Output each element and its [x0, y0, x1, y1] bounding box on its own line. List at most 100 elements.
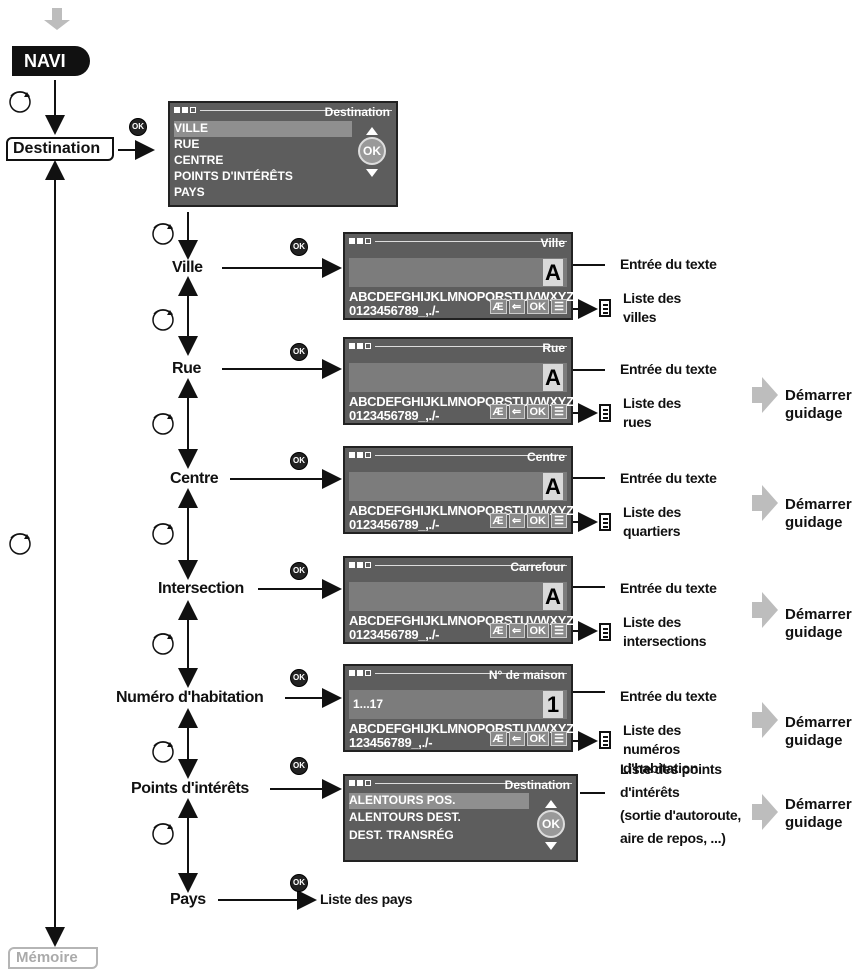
step-label-ville: Ville	[172, 259, 203, 276]
ok-button[interactable]: OK	[526, 623, 549, 638]
list-icon	[599, 731, 611, 749]
start-line-2: guidage	[785, 514, 843, 531]
ok-button-icon: OK	[290, 452, 308, 470]
list-icon[interactable]: ☰	[551, 404, 567, 419]
text-entry-field[interactable]: A	[349, 258, 567, 287]
screen-title: Carrefour	[510, 560, 565, 574]
digits-row[interactable]: 0123456789_,./-	[349, 303, 440, 318]
digits-row[interactable]: 123456789_,./-	[349, 735, 433, 750]
screen-tab-bar	[349, 343, 567, 355]
menu-item-alentours-dest[interactable]: ALENTOURS DEST.	[349, 810, 461, 824]
poi-note-line: aire de repos, ...)	[620, 830, 726, 846]
screen-buttons: Æ ⇐ OK ☰	[489, 299, 567, 314]
menu-item-alentours-pos[interactable]: ALENTOURS POS.	[349, 793, 456, 807]
text-entry-field[interactable]: A	[349, 582, 567, 611]
back-arrow-icon[interactable]: ⇐	[508, 404, 525, 419]
rotary-knob-icon	[150, 738, 176, 764]
screen-tab-bar	[349, 562, 567, 574]
back-arrow-icon[interactable]: ⇐	[508, 623, 525, 638]
screen-title: Destination	[504, 778, 570, 792]
back-arrow-icon[interactable]: ⇐	[508, 513, 525, 528]
digits-row[interactable]: 0123456789_,./-	[349, 408, 440, 423]
screen-title: Destination	[324, 105, 390, 119]
list-note-line: Liste des	[623, 722, 681, 738]
list-icon[interactable]: ☰	[551, 623, 567, 638]
text-entry-field[interactable]: A	[349, 472, 567, 501]
screen-tab-bar	[349, 238, 567, 250]
list-icon[interactable]: ☰	[551, 731, 567, 746]
entry-cursor-char: A	[543, 259, 563, 286]
poi-note-line: Liste des points	[620, 761, 722, 777]
ok-button[interactable]: OK	[526, 404, 549, 419]
scroll-up-icon	[366, 127, 378, 135]
ae-button[interactable]: Æ	[489, 731, 507, 746]
step-label-numero: Numéro d'habitation	[116, 689, 264, 706]
poi-menu-screen: Destination ALENTOURS POS. ALENTOURS DES…	[343, 774, 578, 862]
ok-button[interactable]: OK	[526, 513, 549, 528]
entry-cursor-char: A	[543, 364, 563, 391]
list-icon	[599, 299, 611, 317]
list-note-line: quartiers	[623, 523, 681, 539]
entry-note: Entrée du texte	[620, 688, 717, 704]
destination-label: Destination	[13, 140, 101, 157]
digits-row[interactable]: 0123456789_,./-	[349, 627, 440, 642]
list-note-line: Liste des	[623, 290, 681, 306]
start-line-2: guidage	[785, 732, 843, 749]
poi-note-line: d'intérêts	[620, 784, 680, 800]
menu-item-centre[interactable]: CENTRE	[174, 153, 224, 167]
back-arrow-icon[interactable]: ⇐	[508, 731, 525, 746]
ok-button-icon: OK	[290, 669, 308, 687]
menu-item-poi[interactable]: POINTS D'INTÉRÊTS	[174, 169, 293, 183]
start-line-1: Démarrer	[785, 387, 852, 404]
ok-knob-icon[interactable]: OK	[537, 810, 565, 838]
menu-item-dest-transreg[interactable]: DEST. TRANSRÉG	[349, 828, 454, 842]
list-note-line: Liste des	[623, 614, 681, 630]
text-entry-field[interactable]: A	[349, 363, 567, 392]
back-arrow-icon[interactable]: ⇐	[508, 299, 525, 314]
list-icon[interactable]: ☰	[551, 299, 567, 314]
entry-note: Entrée du texte	[620, 470, 717, 486]
screen-buttons: Æ ⇐ OK ☰	[489, 404, 567, 419]
destination-node[interactable]: Destination	[6, 137, 114, 161]
ae-button[interactable]: Æ	[489, 513, 507, 528]
entry-note: Entrée du texte	[620, 256, 717, 272]
screen-buttons: Æ ⇐ OK ☰	[489, 513, 567, 528]
text-entry-field[interactable]: 1...17 1	[349, 690, 567, 719]
memoire-label: Mémoire	[16, 949, 78, 966]
list-icon[interactable]: ☰	[551, 513, 567, 528]
screen-title: Rue	[542, 341, 565, 355]
ae-button[interactable]: Æ	[489, 404, 507, 419]
entry-placeholder: 1...17	[353, 697, 384, 711]
entry-cursor-char: A	[543, 473, 563, 500]
rotary-knob-icon	[150, 220, 176, 246]
menu-item-pays[interactable]: PAYS	[174, 185, 205, 199]
navi-button[interactable]: NAVI	[12, 46, 90, 76]
list-note-line: d'habitation	[623, 760, 699, 776]
ae-button[interactable]: Æ	[489, 623, 507, 638]
digits-row[interactable]: 0123456789_,./-	[349, 517, 440, 532]
text-entry-screen: Centre A ABCDEFGHIJKLMNOPQRSTUVWXYZ 0123…	[343, 446, 574, 534]
start-line-1: Démarrer	[785, 796, 852, 813]
scroll-up-icon	[545, 800, 557, 808]
menu-item-ville[interactable]: VILLE	[174, 121, 209, 135]
start-line-1: Démarrer	[785, 714, 852, 731]
ok-button[interactable]: OK	[526, 731, 549, 746]
menu-item-rue[interactable]: RUE	[174, 137, 200, 151]
step-label-poi: Points d'intérêts	[131, 780, 249, 797]
rotary-knob-icon	[7, 530, 33, 556]
ok-knob-icon[interactable]: OK	[358, 137, 386, 165]
list-icon	[599, 404, 611, 422]
ae-button[interactable]: Æ	[489, 299, 507, 314]
ok-button-icon: OK	[290, 343, 308, 361]
start-line-1: Démarrer	[785, 496, 852, 513]
ok-button[interactable]: OK	[526, 299, 549, 314]
screen-tab-bar	[174, 107, 392, 119]
start-line-2: guidage	[785, 405, 843, 422]
screen-title: N° de maison	[488, 668, 565, 682]
screen-tab-bar	[349, 780, 572, 792]
list-note-line: rues	[623, 414, 652, 430]
memoire-node[interactable]: Mémoire	[8, 947, 98, 969]
scroll-down-icon	[366, 169, 378, 177]
